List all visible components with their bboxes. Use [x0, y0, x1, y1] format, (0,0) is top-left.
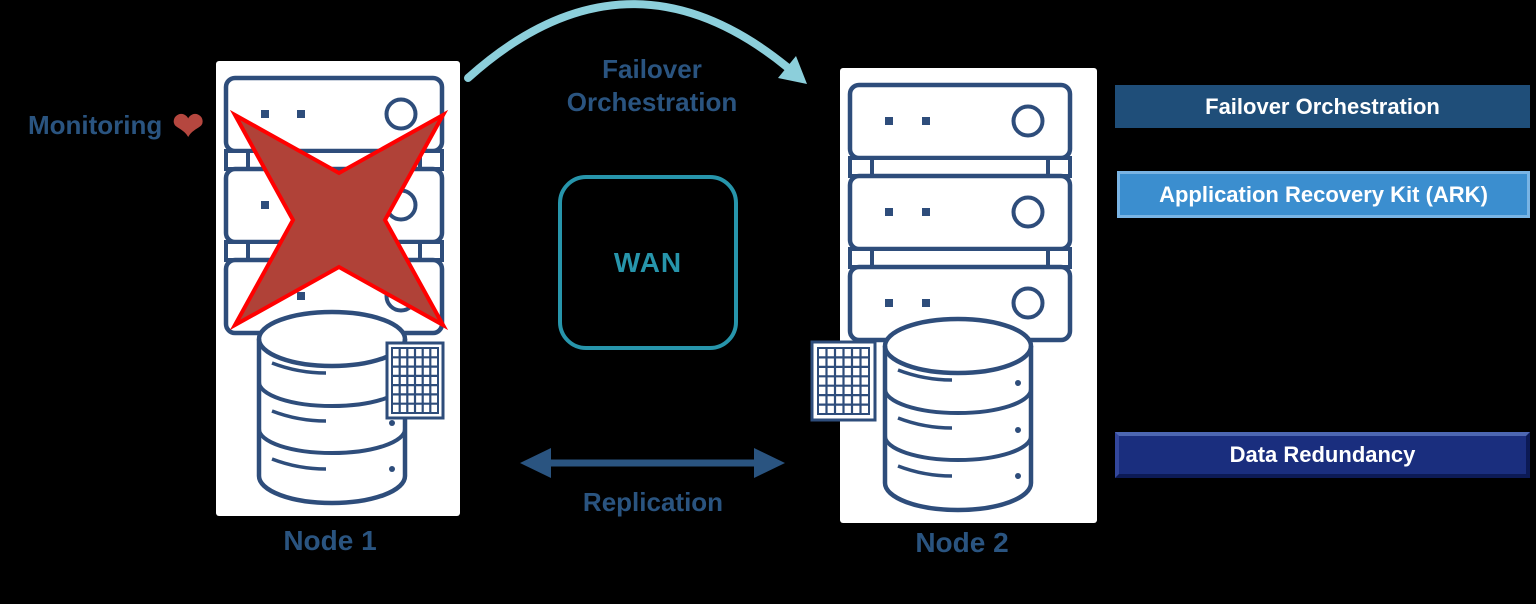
node2-illustration — [810, 68, 1097, 523]
curved-failover-arrow-icon — [464, 0, 807, 84]
replication-double-arrow-icon — [520, 448, 785, 478]
legend-bar-application-recovery-kit: Application Recovery Kit (ARK) — [1117, 171, 1530, 218]
wan-label: WAN — [613, 246, 683, 278]
node2-label: Node 2 — [915, 527, 1009, 558]
server-stack-icon — [847, 82, 1073, 343]
node1-illustration — [216, 61, 460, 516]
monitoring-label: Monitoring — [28, 109, 163, 140]
monitoring-label-group: Monitoring ❤ — [28, 106, 205, 148]
failure-x-icon — [229, 109, 449, 331]
node1-label: Node 1 — [283, 525, 377, 556]
wan-box: WAN — [558, 175, 738, 350]
legend-bar-failover-orchestration: Failover Orchestration — [1115, 85, 1530, 128]
heartbeat-heart-icon: ❤ — [172, 106, 205, 148]
storage-grid-icon — [385, 341, 445, 420]
failover-orchestration-label: Failover Orchestration — [566, 54, 738, 117]
legend-bar-data-redundancy: Data Redundancy — [1115, 432, 1530, 478]
replication-label: Replication — [582, 487, 724, 517]
storage-grid-icon — [810, 340, 877, 422]
database-icon — [256, 309, 408, 506]
database-icon — [882, 316, 1034, 513]
